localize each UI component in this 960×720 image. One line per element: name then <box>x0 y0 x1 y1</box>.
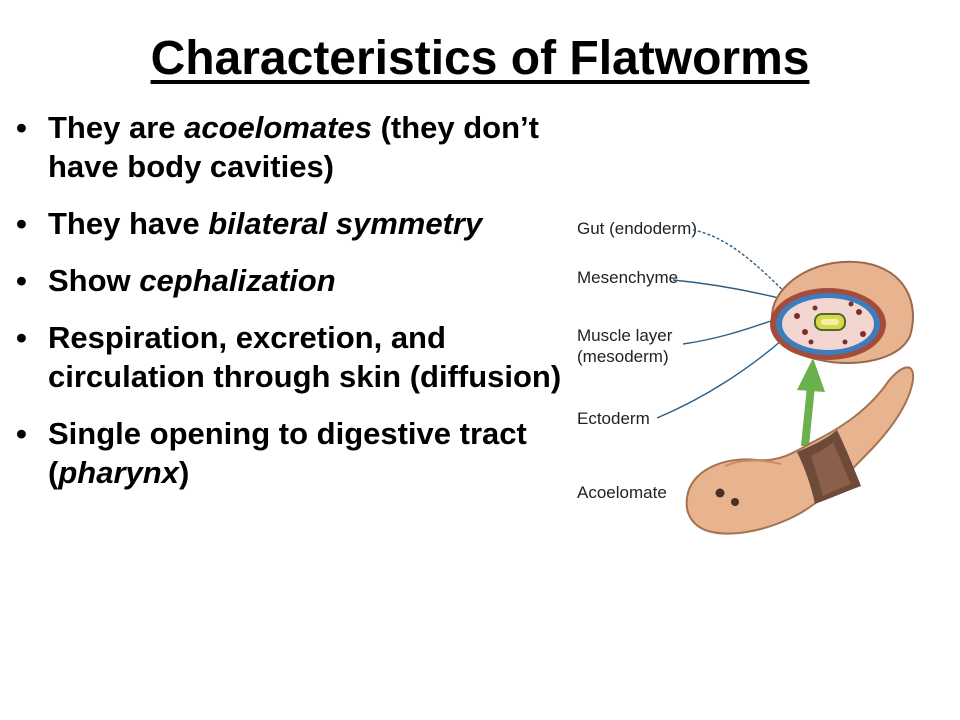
label-mesoderm: (mesoderm) <box>577 347 669 366</box>
flatworm-body <box>685 366 915 535</box>
label-acoelomate: Acoelomate <box>577 483 667 502</box>
bullet-text: Respiration, excretion, and circulation … <box>48 320 562 394</box>
bullet-text: ) <box>178 455 190 490</box>
bullet-text: Show <box>48 263 140 298</box>
bullet-item: • They are acoelomates (they don’t have b… <box>14 108 574 186</box>
label-muscle-layer: Muscle layer <box>577 326 673 345</box>
bullet-text: They are <box>48 110 185 145</box>
bullet-dot-icon: • <box>16 416 27 451</box>
bullet-text: They have <box>48 206 209 241</box>
slide-title: Characteristics of Flatworms <box>150 32 810 85</box>
bullet-emphasis: acoelomates <box>184 110 372 145</box>
bullet-list: • They are acoelomates (they don’t have b… <box>14 108 574 510</box>
bullet-dot-icon: • <box>16 320 27 355</box>
label-gut: Gut (endoderm) <box>577 219 697 238</box>
bullet-emphasis: pharynx <box>58 455 179 490</box>
bullet-text: Single opening to digestive tract ( <box>48 416 527 490</box>
label-mesenchyme: Mesenchyme <box>577 268 678 287</box>
cross-section <box>770 260 914 364</box>
bullet-item: • Respiration, excretion, and circulation… <box>14 318 574 396</box>
diagram-svg: Gut (endoderm) Mesenchyme Muscle layer (… <box>575 208 920 546</box>
bullet-item: • Show cephalization <box>14 261 574 300</box>
label-ectoderm: Ectoderm <box>577 409 650 428</box>
bullet-emphasis: bilateral symmetry <box>208 206 483 241</box>
bullet-item: • They have bilateral symmetry <box>14 204 574 243</box>
bullet-dot-icon: • <box>16 110 27 145</box>
bullet-dot-icon: • <box>16 263 27 298</box>
bullet-emphasis: cephalization <box>139 263 336 298</box>
acoelomate-diagram: Gut (endoderm) Mesenchyme Muscle layer (… <box>575 208 920 546</box>
bullet-dot-icon: • <box>16 206 27 241</box>
bullet-item: • Single opening to digestive tract (phar… <box>14 414 574 492</box>
bullet-text: (they don’t have body cavities) <box>48 110 539 184</box>
arrow-up-icon <box>797 358 825 446</box>
